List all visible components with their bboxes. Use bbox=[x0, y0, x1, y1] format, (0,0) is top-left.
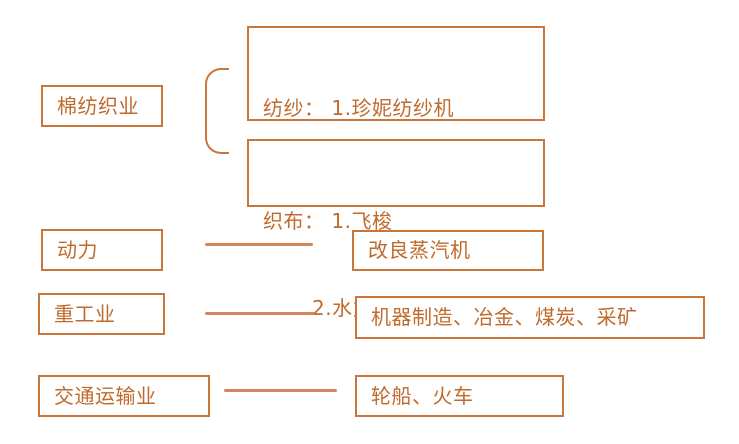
node-power[interactable]: 动力 bbox=[41, 229, 163, 271]
node-heavy-industry-sectors[interactable]: 机器制造、冶金、煤炭、采矿 bbox=[355, 296, 705, 339]
node-label: 交通运输业 bbox=[54, 383, 157, 408]
node-spinning-machines[interactable]: 纺纱： 1.珍妮纺纱机 2.骡机 bbox=[247, 26, 545, 207]
node-label: 动力 bbox=[57, 237, 98, 262]
node-label: 机器制造、冶金、煤炭、采矿 bbox=[371, 305, 638, 329]
node-weaving-machines[interactable]: 织布： 1.飞梭 2.水力织布机 bbox=[247, 139, 545, 320]
line-connector-heavy-industry bbox=[205, 312, 315, 315]
line-connector-transportation bbox=[224, 389, 337, 392]
brace-connector-cotton bbox=[205, 68, 229, 154]
node-label: 轮船、火车 bbox=[371, 383, 474, 408]
node-ship-and-train[interactable]: 轮船、火车 bbox=[355, 375, 564, 417]
node-label: 棉纺织业 bbox=[57, 93, 139, 118]
node-label: 重工业 bbox=[54, 301, 116, 326]
node-heavy-industry[interactable]: 重工业 bbox=[38, 293, 165, 335]
node-improved-steam-engine[interactable]: 改良蒸汽机 bbox=[352, 230, 544, 271]
node-transportation-industry[interactable]: 交通运输业 bbox=[38, 375, 210, 417]
node-cotton-textile-industry[interactable]: 棉纺织业 bbox=[41, 85, 163, 127]
spinning-line-1: 纺纱： 1.珍妮纺纱机 bbox=[263, 96, 454, 120]
node-label: 改良蒸汽机 bbox=[368, 238, 471, 262]
line-connector-power bbox=[205, 243, 313, 246]
weaving-line-1: 织布： 1.飞梭 bbox=[263, 209, 393, 233]
